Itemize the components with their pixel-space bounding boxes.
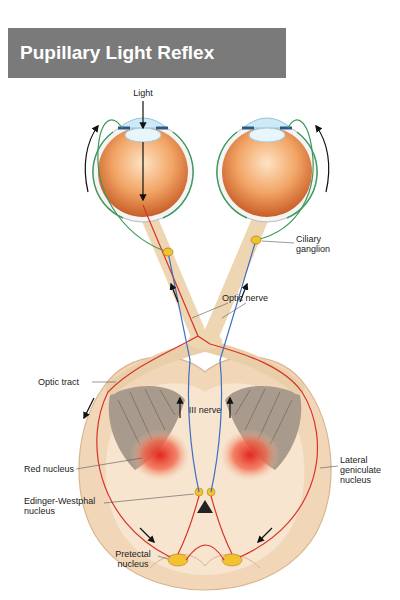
flow-arrow [229,398,230,418]
pretectal-connection [178,496,232,560]
optic-nerve [210,215,262,338]
choroid-line [217,132,317,218]
afferent-fiber [97,336,198,557]
afferent-fiber [143,205,317,557]
eye-globe [98,127,188,217]
leader-lines [76,241,338,559]
efferent-pathway [168,240,256,492]
cornea [243,118,291,128]
flow-arrow [316,126,329,192]
anatomy-label: Pretectal nucleus [108,549,158,569]
flow-arrow [85,126,98,192]
postganglionic-pathway [98,120,313,252]
sclera [93,122,193,222]
lens [125,128,161,142]
title-banner: Pupillary Light Reflex [8,28,286,78]
light-arrow [142,101,143,128]
brain-inner [106,383,305,575]
optic-tract [112,345,205,388]
flow-arrow [171,284,178,302]
pretectal-nucleus [222,554,242,566]
ciliary-nerve [256,120,313,240]
leader-line [320,466,338,468]
anatomy-label: Optic nerve [222,293,284,303]
oculomotor-fiber [168,252,199,492]
leader-line [262,241,294,243]
eye-globe [222,127,312,217]
afferent-pathway [97,205,318,560]
colliculi [150,554,260,568]
lens [249,128,285,142]
leader-line [92,382,116,383]
direction-arrows [84,101,329,542]
flow-arrow [258,528,272,542]
light-arrow [142,142,143,200]
iris [242,127,292,130]
ciliary-ganglion [163,248,173,256]
anatomy-label: Lateral geniculate nucleus [340,455,398,485]
leader-line [104,494,194,503]
red-nucleus-blob [130,429,190,481]
optic-nerve [148,215,200,338]
leader-line [76,458,142,469]
anatomy-label: Edinger-Westphal nucleus [24,496,108,516]
flow-arrow [84,398,94,418]
anatomy-label: Red nucleus [24,464,96,474]
oculomotor-fiber [211,240,256,492]
optic-pathway [112,215,298,388]
anatomy-label: Optic tract [38,377,94,387]
pretectal-nucleus [168,554,188,566]
anatomy-label: Light [123,88,163,98]
leader-line [222,303,246,318]
leader-line [158,556,168,559]
red-nucleus-blob [220,429,280,481]
leader-line [192,303,228,318]
flow-arrow [140,528,154,542]
ciliary-ganglion [251,236,261,244]
anatomy-label: Ciliary ganglion [296,234,341,254]
optic-tract [205,345,298,388]
cerebral-aqueduct [197,500,213,513]
anatomy-label: III nerve [188,405,222,415]
flow-arrow [179,398,180,418]
ciliary-nerve [98,120,168,252]
